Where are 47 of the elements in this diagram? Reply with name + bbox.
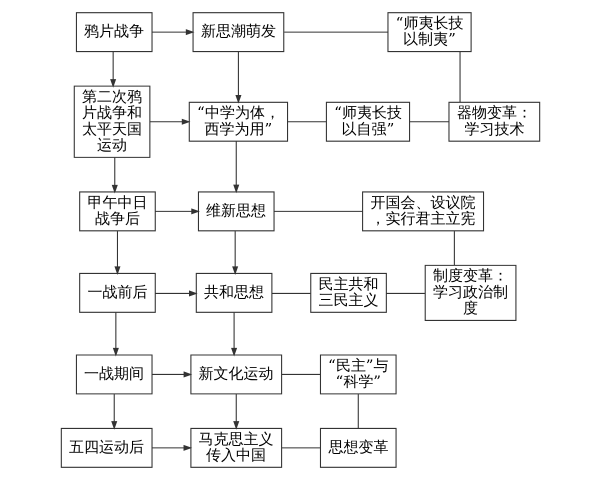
- arrow: [110, 394, 117, 430]
- arrow: [230, 312, 237, 357]
- arrow: [154, 208, 200, 214]
- node-box: “民主”与“科学”: [319, 354, 396, 394]
- arrow: [232, 231, 238, 275]
- arrow: [154, 290, 198, 296]
- arrow: [112, 312, 118, 357]
- node-box: 一战期间: [75, 354, 152, 394]
- node-box: 共和思想: [195, 272, 272, 313]
- node-box: 器物变革：学习技术: [448, 102, 540, 142]
- connector: [281, 374, 320, 375]
- connector: [386, 292, 424, 294]
- arrow: [152, 444, 192, 451]
- arrow: [111, 158, 118, 194]
- connector: [459, 52, 460, 102]
- connector: [274, 210, 362, 212]
- node-box: 新文化运动: [190, 354, 282, 394]
- node-box: 第二次鸦片战争和太平天国运动: [73, 86, 150, 158]
- node-box: 新思潮萌发: [192, 12, 284, 52]
- connector: [284, 32, 388, 33]
- arrow: [232, 394, 239, 430]
- node-box: 甲午中日战争后: [78, 191, 156, 232]
- node-box: “师夷长技以制夷”: [386, 12, 472, 52]
- arrow: [114, 231, 120, 275]
- connector: [453, 231, 454, 266]
- arrow: [110, 52, 116, 88]
- arrow: [152, 371, 192, 378]
- node-box: 五四运动后: [60, 428, 152, 468]
- connector: [271, 292, 310, 294]
- node-box: 制度变革：学习政治制度: [424, 264, 516, 321]
- arrow: [149, 118, 190, 125]
- connector: [409, 121, 448, 122]
- arrow: [232, 141, 239, 194]
- arrow: [234, 52, 241, 104]
- connector: [281, 447, 320, 448]
- node-box: 一战前后: [78, 272, 156, 313]
- node-box: 维新思想: [197, 191, 274, 232]
- node-box: 思想变革: [319, 428, 396, 468]
- node-box: 民主共和三民主义: [310, 272, 386, 313]
- node-box: 开国会、设议院，实行君主立宪: [362, 191, 484, 232]
- node-box: “师夷长技以自强”: [325, 102, 410, 142]
- node-box: “中学为体，西学为用”: [188, 102, 288, 142]
- arrow: [152, 29, 194, 36]
- node-box: 鸦片战争: [75, 12, 152, 52]
- connector: [287, 121, 326, 122]
- node-box: 马克思主义传入中国: [190, 428, 282, 468]
- connector: [357, 394, 358, 428]
